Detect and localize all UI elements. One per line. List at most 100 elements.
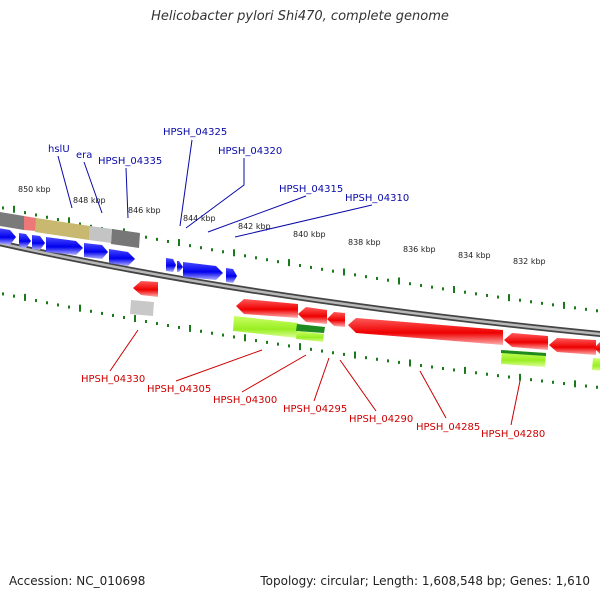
reverse-callouts <box>109 329 521 426</box>
gene-label-hpsh-04330[interactable]: HPSH_04330 <box>81 374 145 385</box>
reverse-gene-arrow[interactable] <box>348 318 503 345</box>
minor-tick <box>277 260 279 264</box>
minor-tick <box>178 325 180 329</box>
gene-label-hpsh-04335[interactable]: HPSH_04335 <box>98 156 162 167</box>
tick-label: 838 kbp <box>348 238 381 247</box>
callout-line <box>339 359 377 412</box>
major-tick <box>24 293 26 301</box>
forward-gene-arrow[interactable] <box>177 261 183 272</box>
major-tick <box>68 217 70 225</box>
minor-tick <box>530 378 532 382</box>
feature-box <box>0 212 24 230</box>
reverse-gene-arrow[interactable] <box>327 312 345 327</box>
reverse-gene-arrow[interactable] <box>594 341 600 356</box>
forward-gene-arrow[interactable] <box>32 235 45 250</box>
inner-tick-row <box>2 292 598 389</box>
gene-label-hpsh-04310[interactable]: HPSH_04310 <box>345 193 409 204</box>
minor-tick <box>563 382 565 386</box>
feature-box <box>130 300 154 316</box>
minor-tick <box>24 211 26 215</box>
feature-box <box>89 226 112 243</box>
minor-tick <box>387 278 389 282</box>
minor-tick <box>13 294 15 298</box>
major-tick <box>79 304 81 312</box>
minor-tick <box>68 305 70 309</box>
cds-feature[interactable] <box>296 324 325 333</box>
callout-line <box>510 380 521 426</box>
callout-line <box>241 354 307 393</box>
major-tick <box>299 343 301 351</box>
minor-tick <box>420 283 422 287</box>
gene-label-hpsh-04305[interactable]: HPSH_04305 <box>147 384 211 395</box>
tick-label: 840 kbp <box>293 230 326 239</box>
minor-tick <box>200 246 202 250</box>
forward-gene-arrow[interactable] <box>109 249 135 266</box>
gene-label-hpsh-04325[interactable]: HPSH_04325 <box>163 127 227 138</box>
minor-tick <box>299 264 301 268</box>
feature-strip <box>0 212 140 248</box>
minor-tick <box>475 292 477 296</box>
map-title: Helicobacter pylori Shi470, complete gen… <box>151 9 449 24</box>
reverse-gene-arrow[interactable] <box>549 338 596 355</box>
cds-feature[interactable] <box>592 358 600 371</box>
minor-tick <box>486 293 488 297</box>
minor-tick <box>431 285 433 289</box>
cds-feature[interactable] <box>233 316 298 338</box>
minor-tick <box>266 258 268 262</box>
major-tick <box>508 294 510 302</box>
forward-gene-arrow[interactable] <box>46 237 83 255</box>
reverse-gene-arrow[interactable] <box>298 307 327 324</box>
callout-line <box>83 161 103 214</box>
forward-gene-arrow[interactable] <box>19 233 31 248</box>
minor-tick <box>266 340 268 344</box>
major-tick <box>288 259 290 267</box>
gene-label-hpsh-04280[interactable]: HPSH_04280 <box>481 429 545 440</box>
minor-tick <box>332 269 334 273</box>
gene-label-era[interactable]: era <box>76 150 92 161</box>
cds-feature[interactable] <box>296 331 324 342</box>
minor-tick <box>486 372 488 376</box>
gene-label-hpsh-04320[interactable]: HPSH_04320 <box>218 146 282 157</box>
feature-box <box>35 218 90 240</box>
forward-gene-arrow[interactable] <box>226 268 237 283</box>
tick-label: 832 kbp <box>513 257 546 266</box>
gene-label-hpsh-04290[interactable]: HPSH_04290 <box>349 414 413 425</box>
gene-label-hslU[interactable]: hslU <box>48 144 70 155</box>
minor-tick <box>552 380 554 384</box>
minor-tick <box>90 309 92 313</box>
forward-gene-arrow[interactable] <box>183 262 223 280</box>
minor-tick <box>156 322 158 326</box>
minor-tick <box>376 357 378 361</box>
minor-tick <box>310 265 312 269</box>
forward-gene-arrow[interactable] <box>166 258 176 272</box>
forward-gene-arrow[interactable] <box>84 243 108 259</box>
genome-backbone-highlight <box>0 241 600 336</box>
minor-tick <box>145 235 147 239</box>
minor-tick <box>354 273 356 277</box>
minor-tick <box>585 384 587 388</box>
reverse-gene-arrow[interactable] <box>504 333 548 350</box>
minor-tick <box>585 307 587 311</box>
callout-line <box>313 357 330 402</box>
gene-label-hpsh-04315[interactable]: HPSH_04315 <box>279 184 343 195</box>
reverse-gene-arrow[interactable] <box>133 281 158 297</box>
minor-tick <box>211 248 213 252</box>
gene-label-hpsh-04295[interactable]: HPSH_04295 <box>283 404 347 415</box>
minor-tick <box>475 371 477 375</box>
major-tick <box>398 277 400 285</box>
minor-tick <box>211 331 213 335</box>
reverse-gene-arrow[interactable] <box>236 299 298 318</box>
forward-gene-arrow[interactable] <box>0 228 16 245</box>
cds-feature[interactable] <box>501 350 546 356</box>
gene-label-hpsh-04285[interactable]: HPSH_04285 <box>416 422 480 433</box>
forward-labels: hslU era HPSH_04335 HPSH_04325 HPSH_0432… <box>48 127 409 204</box>
gene-label-hpsh-04300[interactable]: HPSH_04300 <box>213 395 277 406</box>
reverse-features <box>130 300 600 371</box>
callout-line <box>57 155 73 209</box>
callout-line <box>185 158 245 229</box>
callout-line <box>234 204 373 238</box>
reverse-labels: HPSH_04330 HPSH_04305 HPSH_04300 HPSH_04… <box>81 374 545 440</box>
minor-tick <box>365 275 367 279</box>
minor-tick <box>453 368 455 372</box>
